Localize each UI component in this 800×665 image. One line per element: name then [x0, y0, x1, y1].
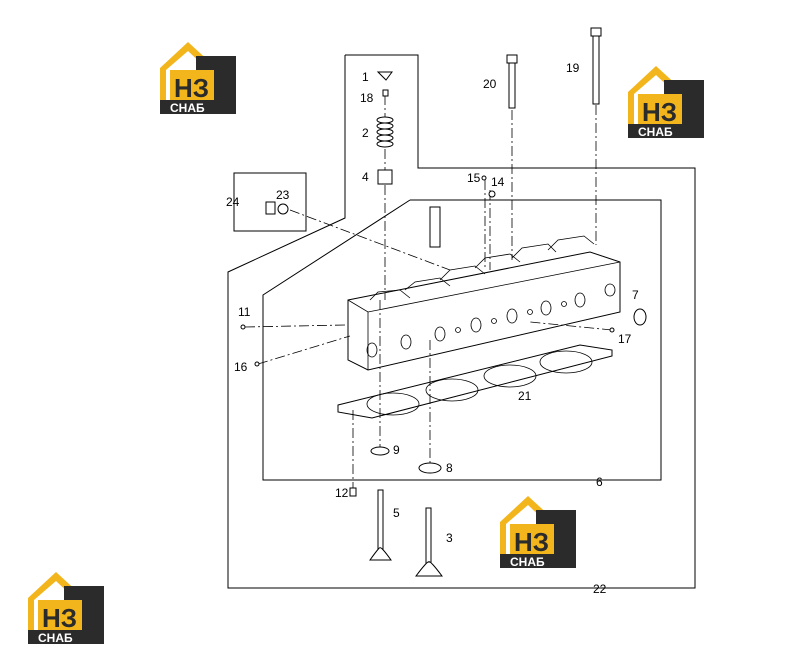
callout-21: 21 — [518, 389, 532, 403]
part-14-pin — [488, 190, 496, 198]
logo-mark: НЗ — [42, 603, 77, 633]
part-11-dowel — [240, 324, 246, 330]
callout-2: 2 — [362, 126, 369, 140]
callout-17: 17 — [618, 332, 632, 346]
cylinder-head — [347, 235, 621, 371]
logo-word: СНАБ — [170, 101, 205, 115]
callout-23: 23 — [276, 188, 290, 202]
callout-6: 6 — [596, 475, 603, 489]
callout-16: 16 — [234, 360, 248, 374]
logo-mark: НЗ — [514, 527, 549, 557]
callout-3: 3 — [446, 531, 453, 545]
part-16-dowel — [254, 361, 260, 367]
callout-11: 11 — [238, 305, 251, 319]
part-1-spring-retainer — [376, 71, 393, 81]
assembly-22-outline — [227, 54, 696, 589]
logo-watermark-1: НЗ СНАБ — [160, 42, 236, 115]
callout-19: 19 — [566, 61, 580, 75]
part-4-valve-stem-seal — [377, 169, 393, 185]
callout-7: 7 — [632, 288, 639, 302]
part-3-valve — [414, 507, 444, 577]
part-12-dowel — [349, 487, 357, 497]
callout-5: 5 — [393, 506, 400, 520]
callout-22: 22 — [593, 582, 607, 596]
assembly-6-outline — [262, 199, 662, 481]
logo-word: СНАБ — [638, 125, 673, 139]
logo-mark: НЗ — [642, 97, 677, 127]
callout-9: 9 — [393, 443, 400, 457]
part-9-valve-seat — [370, 446, 390, 456]
part-18-valve-lock — [382, 89, 389, 97]
logo-mark: НЗ — [174, 73, 209, 103]
part-24-box — [233, 172, 307, 232]
head-gasket — [337, 344, 613, 419]
logo-word: СНАБ — [38, 631, 73, 645]
callout-1: 1 — [362, 70, 369, 84]
part-2-valve-spring — [376, 116, 394, 148]
logo-watermark-3: НЗ СНАБ — [500, 496, 576, 569]
logo-word: СНАБ — [510, 555, 545, 569]
callout-14: 14 — [491, 175, 505, 189]
part-8-valve-seat — [418, 462, 442, 474]
callout-15: 15 — [467, 171, 481, 185]
callout-24: 24 — [226, 195, 240, 209]
logo-watermark-4: НЗ СНАБ — [28, 572, 104, 645]
callout-4: 4 — [362, 170, 369, 184]
part-7-seal-ring — [633, 308, 647, 326]
callout-20: 20 — [483, 77, 497, 91]
callout-8: 8 — [446, 461, 453, 475]
sleeve — [429, 206, 441, 248]
part-5-valve — [369, 489, 392, 561]
part-15-plug — [481, 175, 487, 181]
callout-18: 18 — [360, 91, 374, 105]
callout-12: 12 — [335, 486, 349, 500]
part-23-plug — [265, 201, 289, 215]
part-19-long-bolt — [590, 27, 602, 105]
part-20-bolt — [506, 54, 518, 109]
part-17-dowel — [609, 327, 615, 333]
logo-watermark-2: НЗ СНАБ — [628, 66, 704, 139]
